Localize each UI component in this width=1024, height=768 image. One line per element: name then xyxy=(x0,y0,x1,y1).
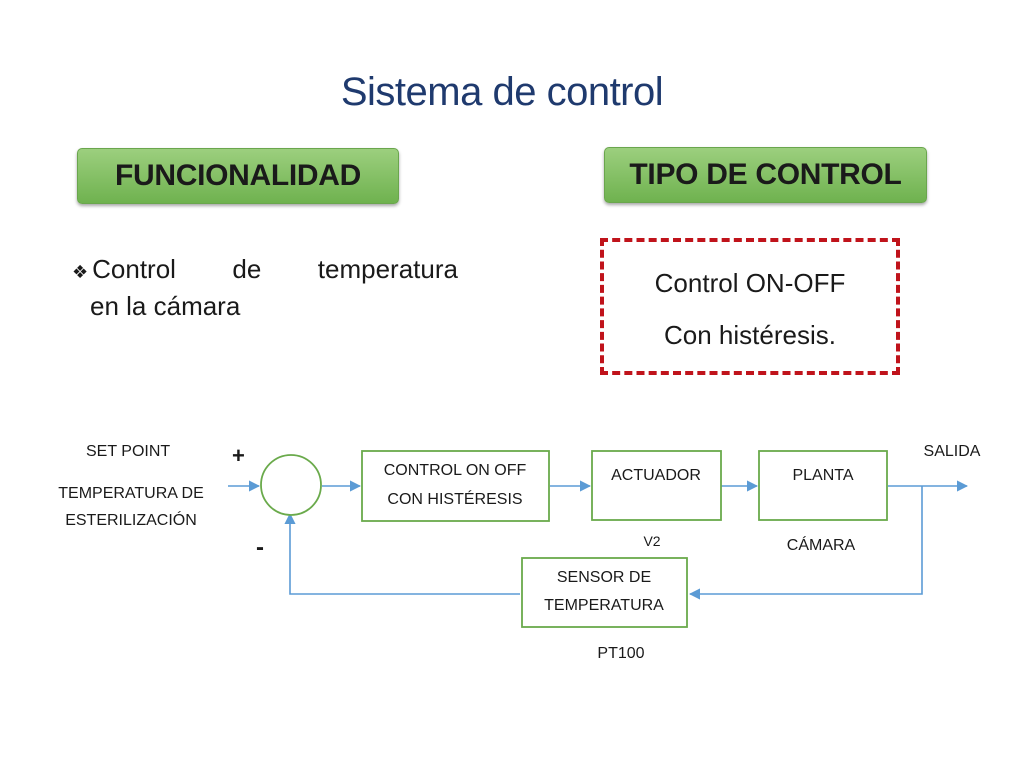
bullet-word-1: Control xyxy=(92,254,176,284)
sensor-to-summing-line xyxy=(284,512,520,595)
diamond-bullet-icon: ❖ xyxy=(72,262,89,282)
sensor-block xyxy=(521,557,688,628)
setpoint-desc-line1: TEMPERATURA DE xyxy=(58,485,204,502)
control-type-line-2: Con histéresis. xyxy=(664,320,836,350)
bullet-line-1: ❖Control de temperatura xyxy=(72,252,458,289)
plant-label: PLANTA xyxy=(792,467,853,484)
minus-sign: - xyxy=(256,534,264,561)
plant-block xyxy=(758,450,888,521)
control-type-line-1: Control ON-OFF xyxy=(654,268,846,298)
controller-label-line1: CONTROL ON OFF xyxy=(384,462,527,479)
sensor-label-line2: TEMPERATURA xyxy=(544,597,664,614)
controller-block xyxy=(361,450,550,522)
control-type-tag: TIPO DE CONTROL xyxy=(604,147,927,203)
plant-sub-label: CÁMARA xyxy=(787,535,856,554)
summing-junction xyxy=(260,454,322,516)
feedback-to-sensor-line xyxy=(688,486,923,600)
control-type-box: Control ON-OFF Con histéresis. xyxy=(600,238,900,375)
bullet-word-3: temperatura xyxy=(317,254,458,284)
sensor-sub-label: PT100 xyxy=(597,645,644,662)
output-label: SALIDA xyxy=(924,443,981,460)
controller-label-line2: CON HISTÉRESIS xyxy=(387,489,522,508)
bullet-line-2: en la cámara xyxy=(90,291,241,321)
sensor-label-line1: SENSOR DE xyxy=(557,569,651,586)
actuator-label: ACTUADOR xyxy=(611,467,701,484)
slide-title: Sistema de control xyxy=(340,70,664,114)
setpoint-label: SET POINT xyxy=(86,443,170,460)
actuator-sub-label: V2 xyxy=(643,533,660,549)
setpoint-desc-line2: ESTERILIZACIÓN xyxy=(65,510,197,529)
actuator-block xyxy=(591,450,722,521)
plus-sign: + xyxy=(232,443,245,468)
functionality-bullet: ❖Control de temperatura en la cámara xyxy=(72,252,458,323)
bullet-word-2: de xyxy=(232,254,262,284)
functionality-tag: FUNCIONALIDAD xyxy=(77,148,399,204)
